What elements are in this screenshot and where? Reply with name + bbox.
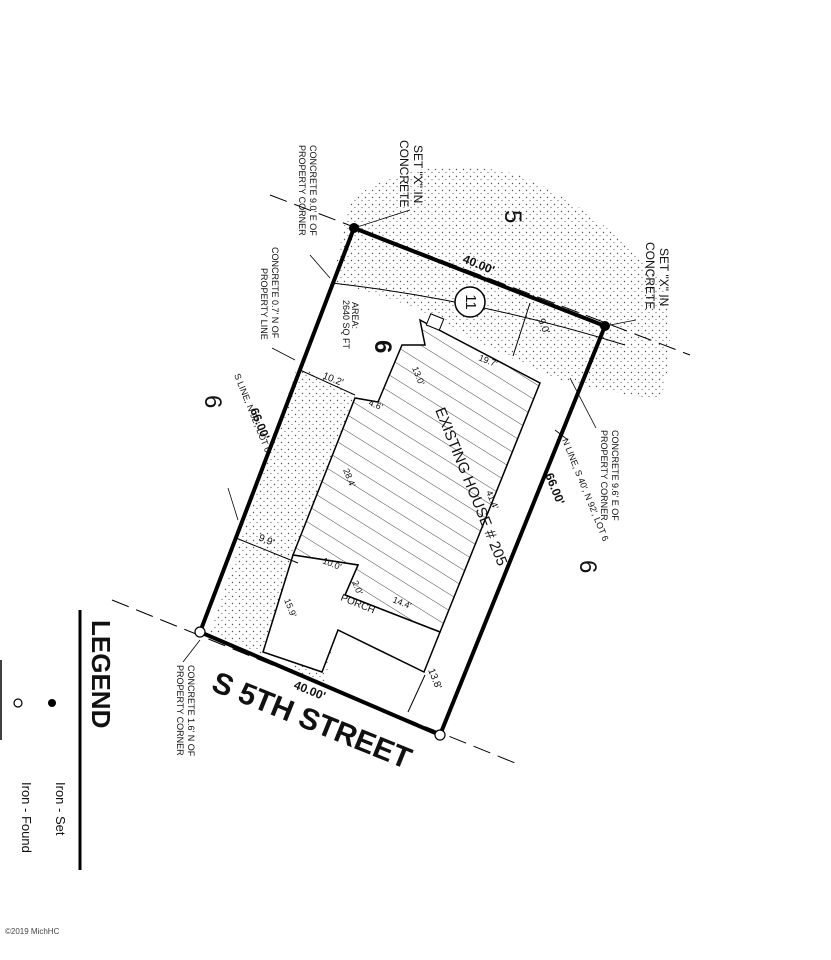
lot-number-west: 6 bbox=[199, 395, 226, 408]
parcel-number: 11 bbox=[462, 294, 479, 310]
parcel-number-circle bbox=[454, 286, 486, 318]
leader-west-line bbox=[227, 487, 239, 521]
legend-iron-found-icon bbox=[13, 698, 23, 708]
iron-found-marker bbox=[434, 729, 446, 741]
note-concrete-west-1: CONCRETE 0.7' N OF bbox=[270, 247, 280, 339]
note-concrete-top-1: CONCRETE 9.0' E OF bbox=[308, 145, 318, 236]
west-line-description: S LINE, N 92', LOT 6 bbox=[232, 372, 273, 454]
lot-number-east: 6 bbox=[574, 560, 601, 573]
street-name: S 5TH STREET bbox=[207, 666, 416, 776]
lot-number-subject: 6 bbox=[369, 340, 396, 353]
legend-iron-set-icon bbox=[48, 699, 56, 707]
leader-concrete-east bbox=[569, 377, 597, 429]
dim-line-west-setback bbox=[299, 369, 356, 396]
leader-set-x-top bbox=[353, 209, 411, 229]
note-set-x-right-1: SET "X" IN bbox=[657, 248, 671, 306]
legend-iron-set-label: Iron - Set bbox=[53, 782, 68, 836]
leader-set-x-right bbox=[604, 319, 637, 327]
note-concrete-east-1: CONCRETE 9.6' E OF bbox=[610, 430, 620, 521]
dim-line-porch-depth bbox=[262, 589, 283, 653]
leader-concrete-south bbox=[182, 639, 201, 663]
note-set-x-top-1: SET "X" IN bbox=[411, 145, 425, 203]
lot-number-north: 5 bbox=[499, 210, 526, 223]
leader-concrete-top bbox=[309, 254, 331, 279]
dim-line-south-setback bbox=[407, 674, 426, 713]
iron-found-marker bbox=[194, 626, 206, 638]
note-concrete-top-2: PROPERTY CORNER bbox=[297, 145, 307, 236]
note-set-x-top-2: CONCRETE bbox=[397, 140, 411, 207]
legend-iron-found-label: Iron - Found bbox=[19, 782, 34, 853]
dim-line-west-setback-lower bbox=[235, 537, 299, 564]
legend-title: LEGEND bbox=[86, 620, 116, 728]
note-set-x-right-2: CONCRETE bbox=[643, 242, 657, 309]
concrete-area-west bbox=[210, 365, 355, 655]
area-label: AREA: bbox=[350, 302, 360, 329]
note-concrete-east-2: PROPERTY CORNER bbox=[599, 430, 609, 521]
note-concrete-west-2: PROPERTY LINE bbox=[259, 268, 269, 340]
leader-concrete-west bbox=[271, 347, 296, 361]
row-line-south bbox=[111, 599, 521, 766]
dim-line-north-setback bbox=[512, 302, 531, 357]
porch bbox=[262, 554, 441, 674]
copyright: ©2019 MichHC bbox=[5, 927, 60, 936]
dim-east-boundary: 66.00' bbox=[542, 471, 567, 507]
dim-setback-south: 13.8' bbox=[425, 667, 443, 691]
row-line-north bbox=[269, 194, 691, 356]
note-concrete-south-2: PROPERTY CORNER bbox=[175, 665, 185, 756]
chimney-box bbox=[425, 313, 445, 331]
area-value: 2640 SQ FT bbox=[341, 300, 351, 350]
leader-east-line bbox=[554, 429, 569, 441]
note-concrete-south-1: CONCRETE 1.6' N OF bbox=[186, 665, 196, 757]
